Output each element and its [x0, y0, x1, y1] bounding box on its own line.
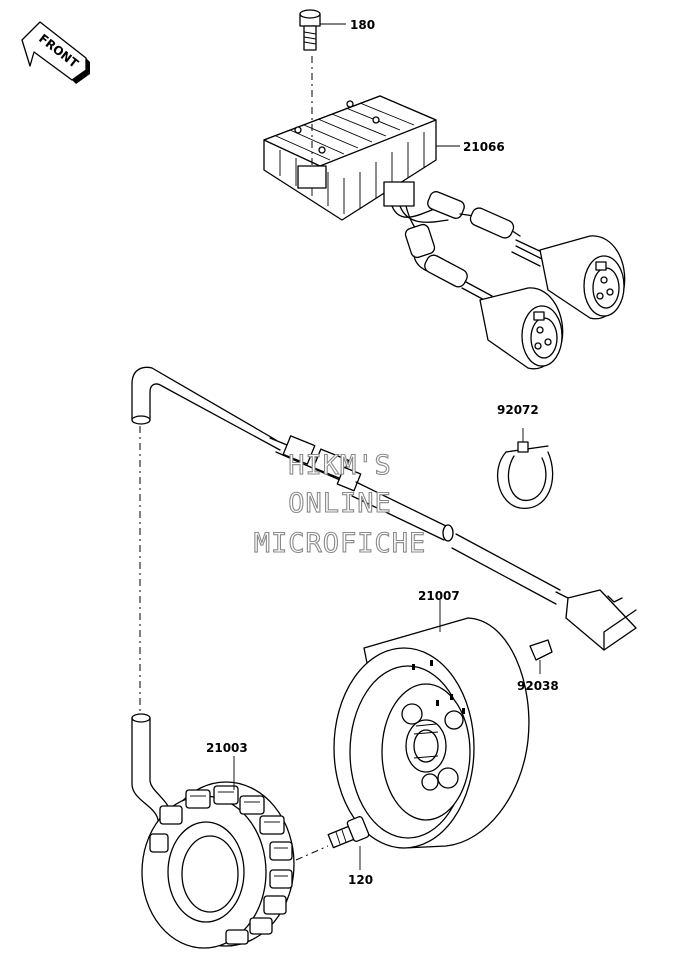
leader-lines	[233, 23, 460, 870]
watermark-line-3: MICROFICHE	[254, 528, 427, 559]
band-clamp	[497, 428, 554, 509]
bolt-180	[297, 9, 327, 189]
connector-plug	[565, 589, 637, 651]
watermark: HIKM'S ONLINE MICROFICHE	[253, 449, 427, 559]
part-label-21003[interactable]: 21003	[206, 741, 248, 755]
flywheel-rotor	[333, 617, 530, 849]
bolt-120	[295, 816, 370, 861]
part-label-92072[interactable]: 92072	[497, 403, 539, 417]
part-label-21066[interactable]: 21066	[463, 140, 505, 154]
connector-upper	[539, 235, 626, 320]
part-label-21007[interactable]: 21007	[418, 589, 460, 603]
stator-coil	[141, 781, 295, 949]
connector-lower	[479, 287, 564, 370]
part-label-92038[interactable]: 92038	[517, 679, 559, 693]
part-label-180[interactable]: 180	[350, 18, 375, 32]
woodruff-key	[529, 639, 553, 674]
front-arrow-icon: FRONT	[21, 21, 90, 84]
regulator-rectifier	[263, 95, 626, 370]
part-label-120[interactable]: 120	[348, 873, 373, 887]
watermark-line-2: ONLINE	[288, 488, 392, 519]
watermark-line-1: HIKM'S	[288, 450, 392, 481]
